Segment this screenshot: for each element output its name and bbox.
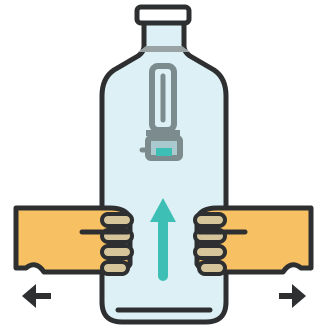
right-hand-icon <box>195 208 311 274</box>
right-arrow-icon <box>282 284 306 308</box>
left-hand-icon <box>16 208 132 274</box>
left-arrow-icon <box>22 284 48 308</box>
